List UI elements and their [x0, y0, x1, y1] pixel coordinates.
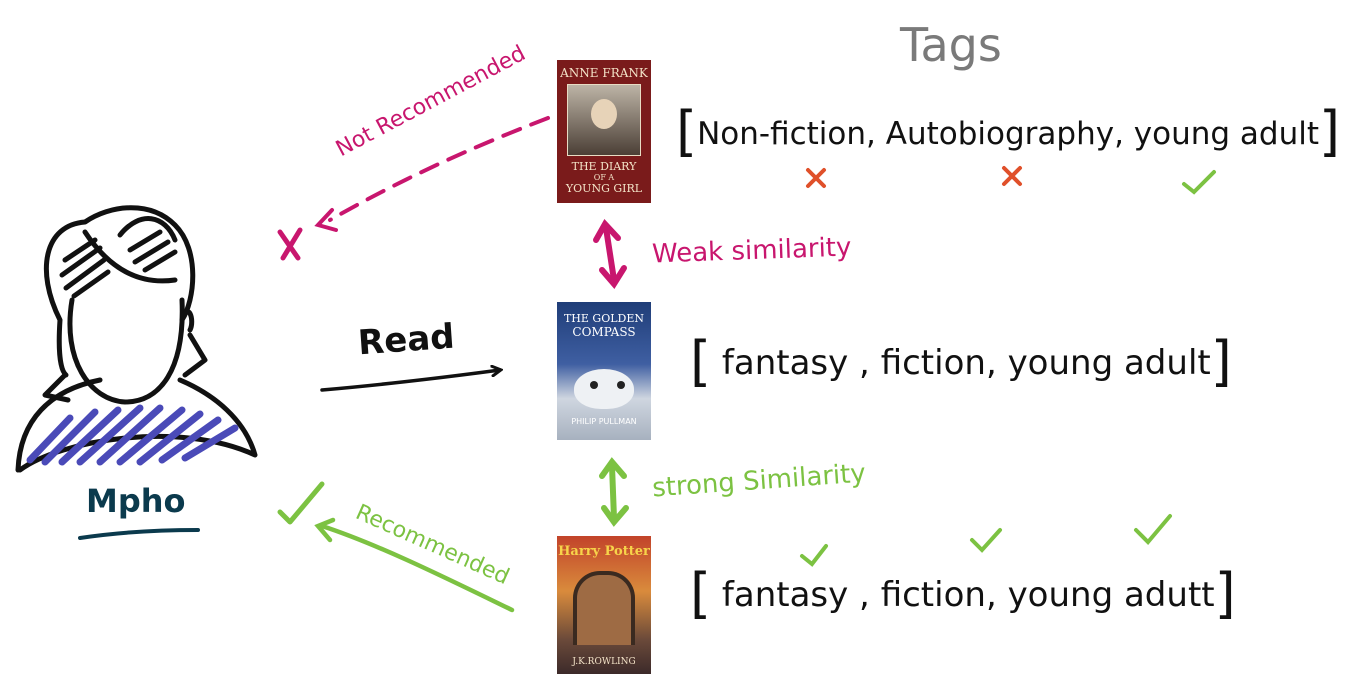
bracket-open: [: [676, 100, 698, 163]
shirt-scribble: [26, 404, 239, 466]
weak-similarity-arrow: [593, 218, 627, 290]
tags-row-golden-compass: [ fantasy , fiction, young adult]: [690, 330, 1232, 393]
hair-scribble: [59, 229, 178, 299]
tag-non-fiction-cross-icon: [806, 168, 826, 188]
tag: fiction: [880, 343, 986, 383]
cover-author: ANNE FRANK: [560, 66, 648, 80]
cover-author: J.K.ROWLING: [572, 657, 636, 667]
tag: fantasy: [721, 575, 849, 615]
tag-young-adult-check-icon: [1182, 170, 1216, 195]
strong-similarity-arrow: [599, 457, 629, 527]
tags-row-harry-potter: [ fantasy , fiction, young adutt]: [690, 562, 1236, 625]
name-underline: [78, 528, 200, 540]
tag-young-adult-check-icon-2: [1134, 514, 1172, 545]
cover-title-2: COMPASS: [572, 325, 636, 339]
read-arrow: [320, 370, 500, 392]
tag: young adult: [1007, 343, 1211, 383]
bracket-open: [: [690, 562, 712, 625]
cover-title-1: THE GOLDEN: [563, 312, 645, 325]
cover-title: Harry Potter: [558, 544, 650, 559]
book-cover-diary: ANNE FRANK THE DIARY OF A YOUNG GIRL: [557, 60, 651, 203]
book-cover-golden-compass: THE GOLDEN COMPASS PHILIP PULLMAN: [557, 302, 651, 440]
tag: young adutt: [1007, 575, 1215, 615]
diagram-title: Tags: [900, 18, 1002, 72]
cover-photo: [567, 84, 641, 156]
user-name: Mpho: [86, 482, 186, 520]
cover-title-2: OF A: [593, 173, 615, 182]
read-label: Read: [356, 316, 456, 364]
tag-fiction-check-icon: [970, 528, 1002, 553]
cover-author: PHILIP PULLMAN: [571, 417, 637, 426]
tag-fantasy-check-icon: [800, 544, 828, 567]
tag: fantasy: [721, 343, 849, 383]
cover-title-1: THE DIARY: [571, 160, 637, 173]
bracket-close: ]: [1210, 330, 1232, 393]
tag: young adult: [1133, 116, 1320, 152]
tag: fiction: [880, 575, 986, 615]
rejected-x-icon: [277, 227, 303, 261]
bracket-close: ]: [1319, 100, 1341, 163]
book-cover-harry-potter: Harry Potter J.K.ROWLING: [557, 536, 651, 674]
tag: Autobiography: [885, 116, 1115, 152]
cover-title-3: YOUNG GIRL: [565, 182, 643, 195]
cover-bear: [574, 369, 634, 409]
tag: Non-fiction: [697, 116, 867, 152]
tag-autobiography-cross-icon: [1002, 166, 1022, 186]
accepted-check-icon: [277, 481, 325, 525]
bracket-open: [: [690, 330, 712, 393]
not-recommended-arrow: [314, 116, 550, 232]
tags-row-diary: [Non-fiction, Autobiography, young adult…: [676, 100, 1341, 163]
person-figure: [15, 205, 258, 473]
cover-arch: [573, 571, 635, 645]
bracket-close: ]: [1214, 562, 1236, 625]
recommended-arrow: [314, 517, 515, 613]
